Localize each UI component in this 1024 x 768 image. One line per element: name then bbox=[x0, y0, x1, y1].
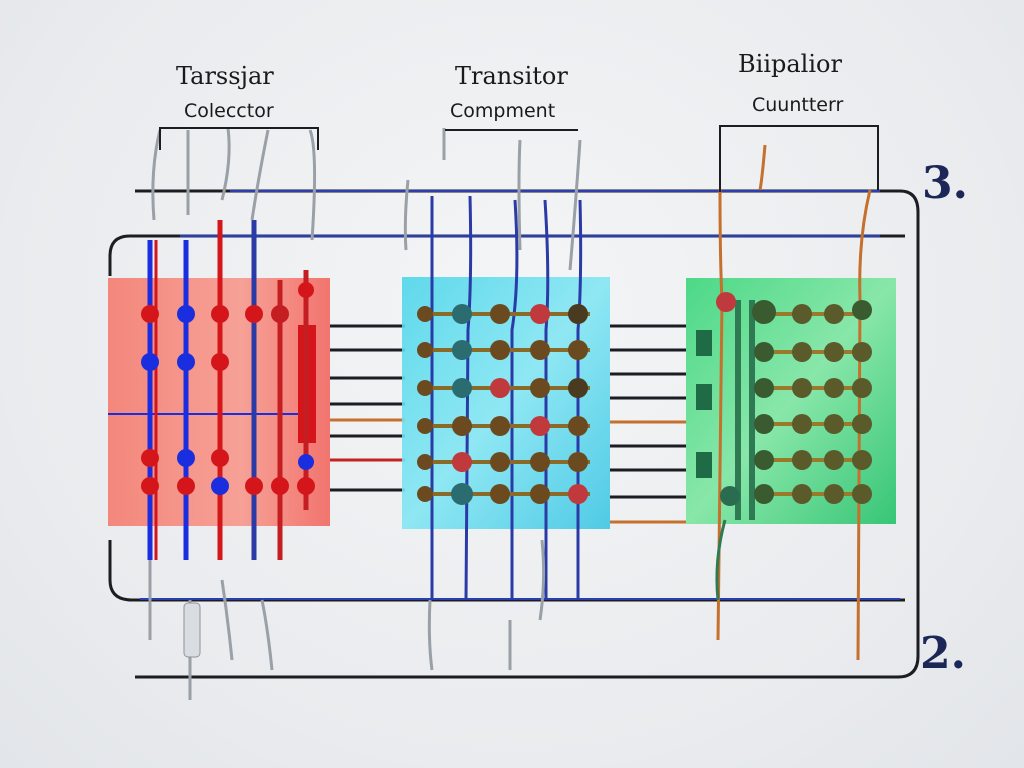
left-board-nodes bbox=[141, 282, 315, 495]
center-title: Transitor bbox=[455, 62, 568, 90]
right-board bbox=[686, 125, 896, 661]
center-subtitle: Compment bbox=[450, 100, 556, 122]
right-transistors bbox=[716, 292, 872, 506]
center-transistors bbox=[417, 304, 588, 505]
left-board-vertical-wires bbox=[147, 220, 309, 560]
left-probe-leads bbox=[148, 127, 317, 700]
left-board bbox=[108, 127, 330, 700]
bus-lines bbox=[108, 189, 920, 679]
right-vertical-wires bbox=[715, 144, 872, 661]
center-board bbox=[402, 128, 610, 671]
marker-top: 3. bbox=[922, 158, 968, 209]
label-brackets bbox=[159, 127, 578, 150]
interconnect-lines bbox=[330, 324, 686, 524]
outer-loop bbox=[135, 189, 920, 679]
marker-bottom: 2. bbox=[920, 628, 966, 679]
right-title: Biipalior bbox=[738, 50, 842, 78]
left-title: Tarssjar bbox=[176, 62, 274, 90]
center-vertical-wires bbox=[430, 195, 583, 601]
right-bracket bbox=[719, 125, 879, 192]
right-subtitle: Cuuntterr bbox=[752, 94, 844, 116]
center-probe-leads bbox=[403, 128, 582, 671]
left-subtitle: Colecctor bbox=[184, 100, 274, 122]
